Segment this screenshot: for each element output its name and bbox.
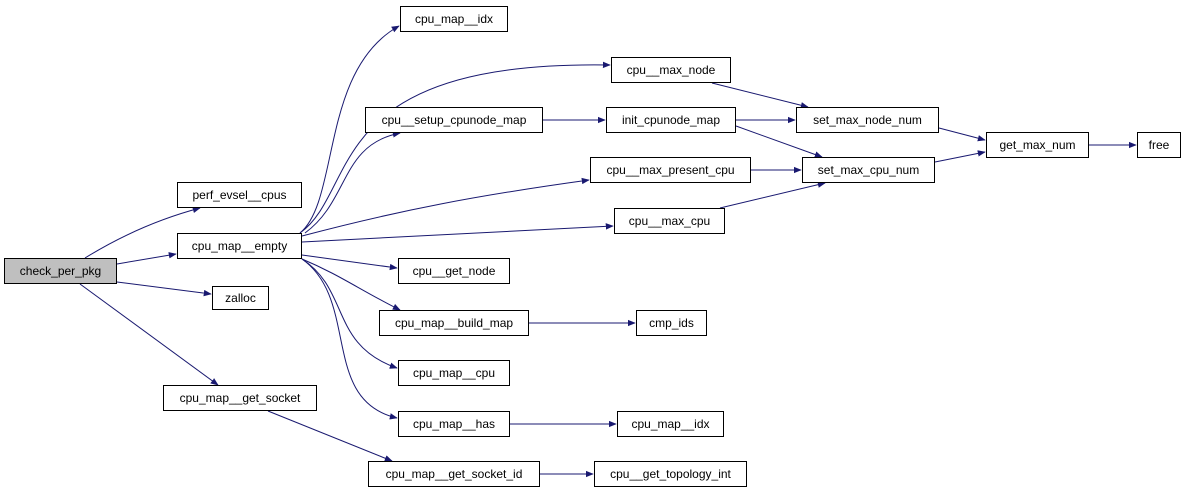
node-cpu-map-empty[interactable]: cpu_map__empty bbox=[177, 233, 302, 259]
node-cpu-setup-cpunode-map[interactable]: cpu__setup_cpunode_map bbox=[365, 107, 543, 133]
node-cpu-map-has[interactable]: cpu_map__has bbox=[398, 411, 510, 437]
edge-cpu__max_cpu-to-set_max_cpu_num bbox=[719, 181, 826, 209]
edge-cpu_map__empty-to-cpu_map__build_map bbox=[301, 258, 401, 311]
node-zalloc[interactable]: zalloc bbox=[212, 286, 269, 310]
edge-check_per_pkg-to-cpu_map__empty bbox=[116, 252, 177, 265]
node-cpu-get-topology-int[interactable]: cpu__get_topology_int bbox=[594, 461, 747, 487]
edge-cpu_map__empty-to-cpu__setup_cpunode_map bbox=[304, 131, 401, 234]
edge-cpu_map__empty-to-cpu__max_present_cpu bbox=[301, 177, 590, 237]
edge-check_per_pkg-to-cpu_map__get_socket bbox=[79, 283, 219, 386]
edge-cpu_map__get_socket-to-cpu_map__get_socket_id bbox=[267, 410, 393, 462]
node-init-cpunode-map[interactable]: init_cpunode_map bbox=[606, 107, 736, 133]
edge-set_max_node_num-to-get_max_num bbox=[938, 127, 986, 142]
edge-cpu_map__empty-to-cpu__get_node bbox=[301, 254, 398, 271]
node-cmp-ids[interactable]: cmp_ids bbox=[636, 310, 707, 336]
node-set-max-cpu-num[interactable]: set_max_cpu_num bbox=[802, 157, 935, 183]
node-cpu-map-get-socket-id[interactable]: cpu_map__get_socket_id bbox=[368, 461, 540, 487]
edge-check_per_pkg-to-perf_evsel__cpus bbox=[84, 206, 201, 259]
node-get-max-num[interactable]: get_max_num bbox=[986, 132, 1089, 158]
node-check-per-pkg: check_per_pkg bbox=[4, 258, 117, 284]
node-cpu-map-get-socket[interactable]: cpu_map__get_socket bbox=[163, 385, 317, 411]
node-cpu-map-build-map[interactable]: cpu_map__build_map bbox=[379, 310, 529, 336]
node-cpu-map-cpu[interactable]: cpu_map__cpu bbox=[398, 360, 510, 386]
edge-cpu__max_node-to-set_max_node_num bbox=[711, 82, 809, 109]
edge-cpu_map__empty-to-cpu__max_node bbox=[299, 61, 611, 234]
node-free[interactable]: free bbox=[1137, 132, 1181, 158]
edge-check_per_pkg-to-zalloc bbox=[116, 281, 212, 297]
node-set-max-node-num[interactable]: set_max_node_num bbox=[796, 107, 939, 133]
node-cpu-map-idx-2[interactable]: cpu_map__idx bbox=[617, 411, 724, 437]
edge-cpu_map__empty-to-cpu_map__cpu bbox=[301, 258, 398, 369]
node-cpu-max-node[interactable]: cpu__max_node bbox=[611, 57, 731, 83]
node-perf-evsel-cpus[interactable]: perf_evsel__cpus bbox=[177, 182, 302, 208]
edge-set_max_cpu_num-to-get_max_num bbox=[934, 150, 986, 163]
edge-cpu_map__empty-to-cpu__max_cpu bbox=[301, 223, 614, 243]
edge-cpu_map__empty-to-cpu_map__idx_1 bbox=[299, 25, 400, 234]
edge-cpu_map__empty-to-cpu_map__has bbox=[301, 258, 398, 420]
node-cpu-max-present-cpu[interactable]: cpu__max_present_cpu bbox=[590, 157, 751, 183]
node-cpu-get-node[interactable]: cpu__get_node bbox=[398, 258, 510, 284]
node-cpu-map-idx[interactable]: cpu_map__idx bbox=[400, 6, 508, 32]
node-cpu-max-cpu[interactable]: cpu__max_cpu bbox=[614, 208, 725, 234]
edge-init_cpunode_map-to-set_max_cpu_num bbox=[735, 125, 823, 158]
